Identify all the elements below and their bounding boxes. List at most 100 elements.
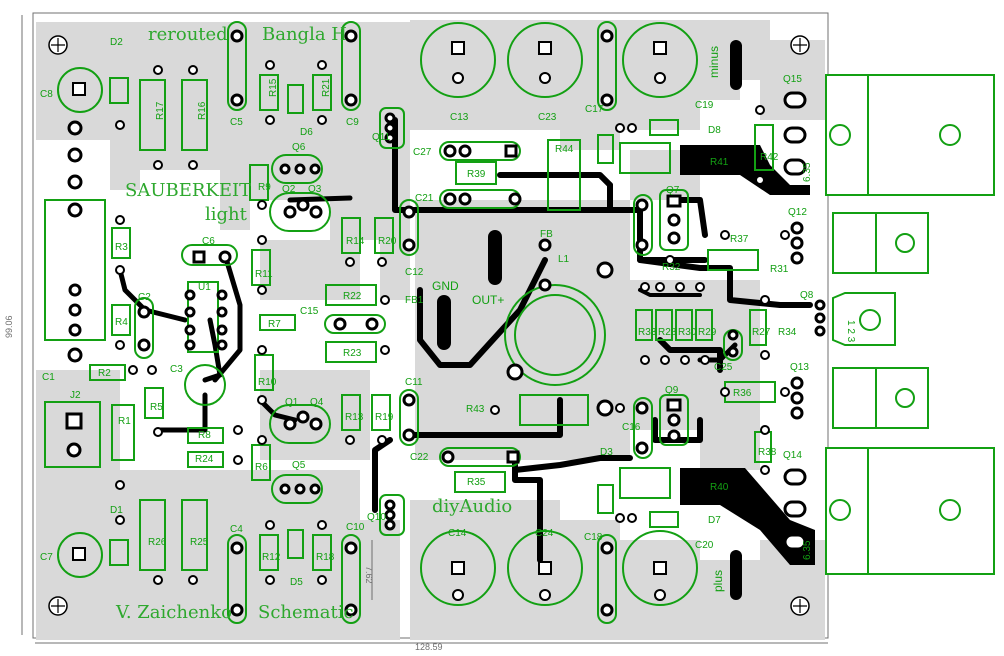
svg-text:R17: R17: [155, 101, 166, 120]
svg-text:R8: R8: [198, 430, 211, 441]
svg-text:Q7: Q7: [666, 185, 680, 196]
svg-text:Q13: Q13: [790, 362, 809, 373]
title-diyaudio: diyAudio: [432, 496, 512, 517]
svg-text:FB1: FB1: [405, 295, 424, 306]
svg-text:R1: R1: [118, 416, 131, 427]
svg-text:R12: R12: [262, 552, 281, 563]
svg-text:R9: R9: [258, 182, 271, 193]
svg-text:C24: C24: [535, 528, 554, 539]
heatsink-bottom-dimension: 6.35: [802, 540, 813, 560]
svg-text:Q14: Q14: [783, 450, 802, 461]
svg-text:Q3: Q3: [308, 184, 322, 195]
svg-text:R36: R36: [733, 388, 752, 399]
out-label: OUT+: [472, 293, 504, 307]
svg-text:R16: R16: [197, 101, 208, 120]
svg-text:Q1: Q1: [285, 397, 299, 408]
svg-text:R31: R31: [770, 264, 789, 275]
svg-text:C4: C4: [230, 524, 243, 535]
svg-text:U1: U1: [198, 282, 211, 293]
svg-text:R4: R4: [115, 317, 128, 328]
svg-text:C2: C2: [138, 292, 151, 303]
svg-text:C23: C23: [538, 112, 557, 123]
svg-text:D5: D5: [290, 577, 303, 588]
svg-text:J2: J2: [70, 390, 81, 401]
svg-text:C3: C3: [170, 364, 183, 375]
pot-pin-label: 1 2 3: [845, 320, 856, 343]
svg-text:C7: C7: [40, 552, 53, 563]
svg-text:Q6: Q6: [292, 142, 306, 153]
svg-text:C22: C22: [410, 452, 429, 463]
svg-text:L1: L1: [558, 254, 570, 265]
svg-text:C27: C27: [413, 147, 432, 158]
svg-text:C6: C6: [202, 236, 215, 247]
svg-text:C17: C17: [585, 104, 604, 115]
svg-text:C13: C13: [450, 112, 469, 123]
svg-text:D3: D3: [600, 447, 613, 458]
width-dimension: 128.59: [415, 642, 443, 652]
svg-text:R5: R5: [150, 402, 163, 413]
copper-pours: [36, 20, 825, 640]
svg-text:R41: R41: [710, 157, 729, 168]
svg-text:R28: R28: [658, 327, 677, 338]
svg-text:R21: R21: [321, 78, 332, 97]
svg-text:Q8: Q8: [800, 290, 814, 301]
title-bangla: Bangla H: [262, 24, 347, 45]
minus-label: minus: [707, 46, 721, 78]
svg-text:D1: D1: [110, 505, 123, 516]
svg-text:R20: R20: [378, 236, 397, 247]
svg-text:R19: R19: [375, 412, 394, 423]
svg-text:R23: R23: [343, 348, 362, 359]
svg-text:C15: C15: [300, 306, 319, 317]
svg-text:C8: C8: [40, 89, 53, 100]
svg-text:R10: R10: [258, 377, 277, 388]
svg-text:R39: R39: [467, 169, 486, 180]
svg-text:C19: C19: [695, 100, 714, 111]
title-sauberkeit: SAUBERKEIT: [125, 180, 251, 201]
svg-text:FB: FB: [540, 229, 553, 240]
svg-text:R40: R40: [710, 482, 729, 493]
svg-text:R15: R15: [268, 78, 279, 97]
svg-text:C9: C9: [346, 117, 359, 128]
height-dimension: 99.06: [4, 315, 14, 338]
svg-text:D6: D6: [300, 127, 313, 138]
component-outlines: [44, 74, 776, 571]
svg-text:Q11: Q11: [372, 132, 391, 143]
svg-text:R37: R37: [730, 234, 749, 245]
svg-text:Q15: Q15: [783, 74, 802, 85]
svg-text:C5: C5: [230, 117, 243, 128]
title-author: V. Zaichenko: [115, 602, 232, 623]
svg-text:R43: R43: [466, 404, 485, 415]
svg-text:R13: R13: [345, 412, 364, 423]
pad-groups: [134, 21, 743, 624]
svg-text:R25: R25: [190, 537, 209, 548]
svg-text:R38: R38: [758, 447, 777, 458]
svg-text:C1: C1: [42, 372, 55, 383]
svg-text:C16: C16: [622, 422, 641, 433]
through-hole-pads: [65, 29, 826, 617]
svg-text:R30: R30: [678, 327, 697, 338]
mounting-holes: [48, 35, 810, 616]
title-light: light: [205, 204, 248, 225]
svg-text:Q9: Q9: [665, 385, 679, 396]
svg-text:R3: R3: [115, 242, 128, 253]
svg-text:R42: R42: [760, 152, 779, 163]
svg-text:C12: C12: [405, 267, 424, 278]
svg-text:R18: R18: [316, 552, 335, 563]
svg-text:D2: D2: [110, 37, 123, 48]
svg-text:D8: D8: [708, 125, 721, 136]
svg-text:R6: R6: [255, 462, 268, 473]
vias: [115, 60, 790, 585]
svg-text:C18: C18: [584, 532, 603, 543]
svg-text:R11: R11: [255, 269, 273, 280]
svg-text:C11: C11: [405, 377, 423, 388]
svg-text:C14: C14: [448, 528, 467, 539]
svg-text:R14: R14: [346, 236, 365, 247]
heatsink-top-dimension: 6.35: [802, 162, 813, 182]
title-rerouted: rerouted: [148, 24, 228, 45]
svg-text:R7: R7: [268, 319, 281, 330]
svg-text:C20: C20: [695, 540, 714, 551]
svg-text:Q4: Q4: [310, 397, 324, 408]
power-pads: [437, 40, 815, 600]
svg-text:R29: R29: [698, 327, 717, 338]
